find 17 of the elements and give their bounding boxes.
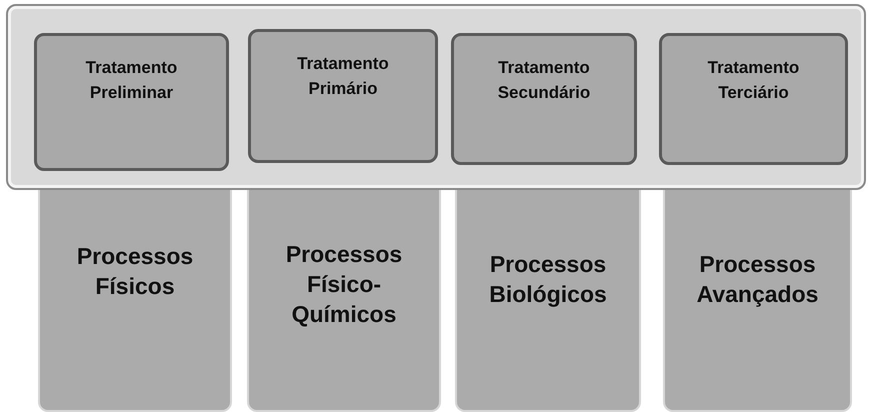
box-label: Processos Avançados <box>696 250 820 309</box>
box-label: Processos Físicos <box>76 242 194 301</box>
box-label: Tratamento Secundário <box>496 57 592 104</box>
treatment-stage-box <box>34 33 229 171</box>
process-column <box>663 190 852 412</box>
process-column <box>38 190 232 412</box>
box-label: Tratamento Preliminar <box>84 57 178 104</box>
stages-panel <box>6 4 866 190</box>
box-label: Processos Biológicos <box>488 250 608 309</box>
box-label: Processos Físico- Químicos <box>284 240 404 329</box>
treatment-stage-box <box>659 33 848 165</box>
process-column <box>455 190 641 412</box>
treatment-stage-box <box>248 29 438 163</box>
box-label: Tratamento Primário <box>296 53 390 100</box>
box-label: Tratamento Terciário <box>706 57 800 104</box>
treatment-stage-box <box>451 33 637 165</box>
process-column <box>247 190 441 412</box>
